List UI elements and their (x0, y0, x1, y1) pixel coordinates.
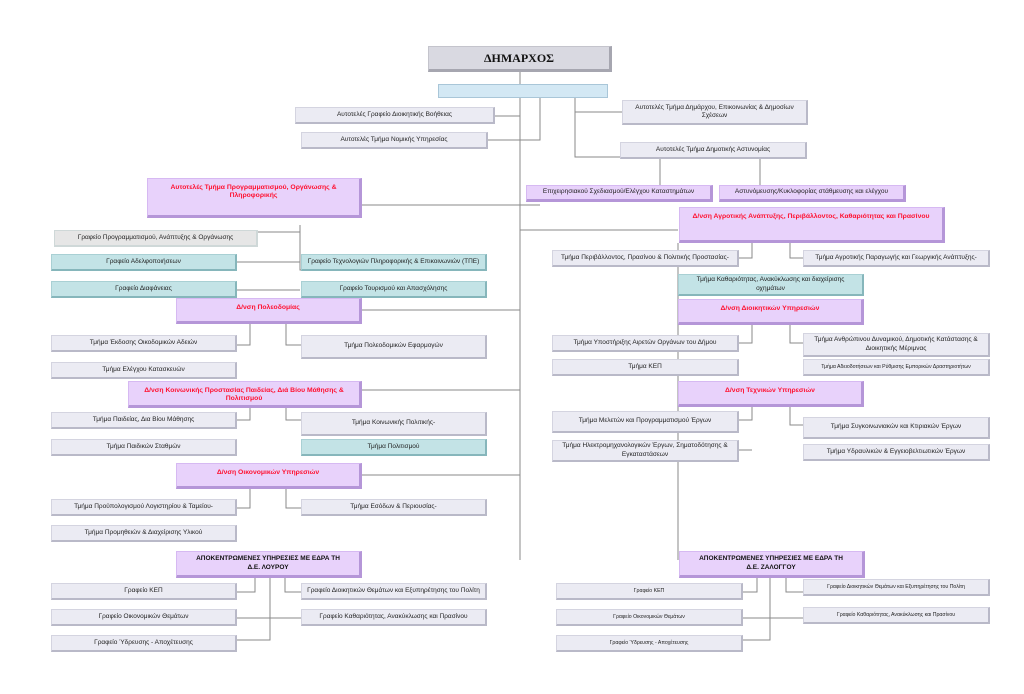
transport-building-works-dept: Τμήμα Συγκοινωνιακών και Κτιριακών Έργων (803, 417, 990, 439)
admin-directorate-heading: Δ/νση Διοικητικών Υπηρεσιών (678, 299, 864, 325)
ict-office: Γραφείο Τεχνολογιών Πληροφορικής & Επικο… (301, 254, 487, 271)
culture-dept: Τμήμα Πολιτισμού (301, 439, 487, 456)
planning-directorate-heading: Δ/νση Πολεοδομίας (176, 298, 362, 324)
police-unit-planning: Επιχειρησιακού Σχεδιασμού/Ελέγχου Καταστ… (526, 185, 713, 202)
agricultural-dept: Τμήμα Αγροτικής Παραγωγής και Γεωργικής … (803, 250, 990, 267)
studies-dept: Τμήμα Μελετών και Προγραμματισμού Έργων (552, 411, 739, 433)
construction-control-dept: Τμήμα Ελέγχου Κατασκευών (51, 362, 237, 379)
social-policy-dept: Τμήμα Κοινωνικής Πολιτικής- (301, 412, 487, 436)
zalongou-cleaning-office: Γραφείο Καθαριότητας, Ανακύκλωσης και Πρ… (803, 607, 990, 624)
transparency-office: Γραφείο Διαφάνειας (51, 281, 237, 298)
licensing-dept: Τμήμα Αδειοδοτήσεων και Ρύθμισης Εμπορικ… (803, 359, 990, 376)
planning-applications-dept: Τμήμα Πολεοδομικών Εφαρμογών (301, 335, 487, 359)
lourou-cleaning-office: Γραφείο Καθαριότητας, Ανακύκλωσης και Πρ… (301, 609, 487, 626)
tech-directorate-heading: Δ/νση Τεχνικών Υπηρεσιών (678, 381, 864, 407)
twinning-office: Γραφείο Αδελφοποιήσεων (51, 254, 237, 271)
legal-department: Αυτοτελές Τμήμα Νομικής Υπηρεσίας (301, 132, 488, 149)
lourou-admin-office: Γραφείο Διοικητικών Θεμάτων και Εξυπηρέτ… (301, 583, 487, 600)
tourism-office: Γραφείο Τουρισμού και Απασχόλησης (301, 281, 487, 298)
electromechanical-dept: Τμήμα Ηλεκτρομηχανολογικών Έργων, Σηματο… (552, 440, 739, 462)
admin-assistance-office: Αυτοτελές Γραφείο Διοικητικής Βοήθειας (295, 107, 495, 124)
programming-office: Γραφείο Προγραμματισμού, Ανάπτυξης & Οργ… (54, 230, 258, 247)
zalongou-finance-office: Γραφείο Οικονομικών Θεμάτων (556, 609, 743, 626)
lourou-heading: ΑΠΟΚΕΝΤΡΩΜΕΝΕΣ ΥΠΗΡΕΣΙΕΣ ΜΕ ΕΔΡΑ ΤΗ Δ.Ε.… (176, 551, 362, 578)
revenue-dept: Τμήμα Εσόδων & Περιουσίας- (301, 499, 487, 516)
police-unit-traffic: Αστυνόμευσης/Κυκλοφορίας στάθμευσης και … (719, 185, 906, 202)
building-permits-dept: Τμήμα Έκδοσης Οικοδομικών Αδειών (51, 335, 237, 352)
mayor-box: ΔΗΜΑΡΧΟΣ (428, 46, 612, 72)
deputy-bar (438, 84, 608, 98)
kep-dept: Τμήμα ΚΕΠ (552, 359, 739, 376)
hr-dept: Τμήμα Ανθρώπινου Δυναμικού, Δημοτικής Κα… (803, 333, 990, 357)
zalongou-admin-office: Γραφείο Διοικητικών Θεμάτων και Εξυπηρέτ… (803, 579, 990, 596)
municipal-police-department: Αυτοτελές Τμήμα Δημοτικής Αστυνομίας (620, 142, 807, 159)
procurement-dept: Τμήμα Προμηθειών & Διαχείρισης Υλικού (51, 525, 237, 542)
programming-dept-heading: Αυτοτελές Τμήμα Προγραμματισμού, Οργάνωσ… (147, 178, 362, 218)
social-directorate-heading: Δ/νση Κοινωνικής Προστασίας Παιδείας, Δι… (128, 381, 362, 408)
zalongou-kep-office: Γραφείο ΚΕΠ (556, 583, 743, 600)
environment-dept: Τμήμα Περιβάλλοντος, Πρασίνου & Πολιτική… (552, 250, 739, 267)
finance-directorate-heading: Δ/νση Οικονομικών Υπηρεσιών (176, 463, 362, 489)
budget-dept: Τμήμα Προϋπολογισμού Λογιστηρίου & Ταμεί… (51, 499, 237, 516)
zalongou-heading: ΑΠΟΚΕΝΤΡΩΜΕΝΕΣ ΥΠΗΡΕΣΙΕΣ ΜΕ ΕΔΡΑ ΤΗ Δ.Ε.… (679, 551, 865, 578)
zalongou-water-office: Γραφείο Ύδρευσης - Αποχέτευσης (556, 635, 743, 652)
education-dept: Τμήμα Παιδείας, Δια Βίου Μάθησης (51, 412, 237, 429)
agri-directorate-heading: Δ/νση Αγροτικής Ανάπτυξης, Περιβάλλοντος… (679, 207, 945, 243)
nurseries-dept: Τμήμα Παιδικών Σταθμών (51, 439, 237, 456)
mayor-communications-department: Αυτοτελές Τμήμα Δημάρχου, Επικοινωνίας &… (622, 100, 808, 125)
cleaning-dept: Τμήμα Καθαριότητας, Ανακύκλωσης και διαχ… (678, 274, 864, 296)
hydraulic-works-dept: Τμήμα Υδραυλικών & Εγγειοβελτιωτικών Έργ… (803, 444, 990, 461)
lourou-water-office: Γραφείο Ύδρευσης - Αποχέτευσης (51, 635, 237, 652)
lourou-finance-office: Γραφείο Οικονομικών Θεμάτων (51, 609, 237, 626)
lourou-kep-office: Γραφείο ΚΕΠ (51, 583, 237, 600)
elected-support-dept: Τμήμα Υποστήριξης Αιρετών Οργάνων του Δή… (552, 335, 739, 352)
